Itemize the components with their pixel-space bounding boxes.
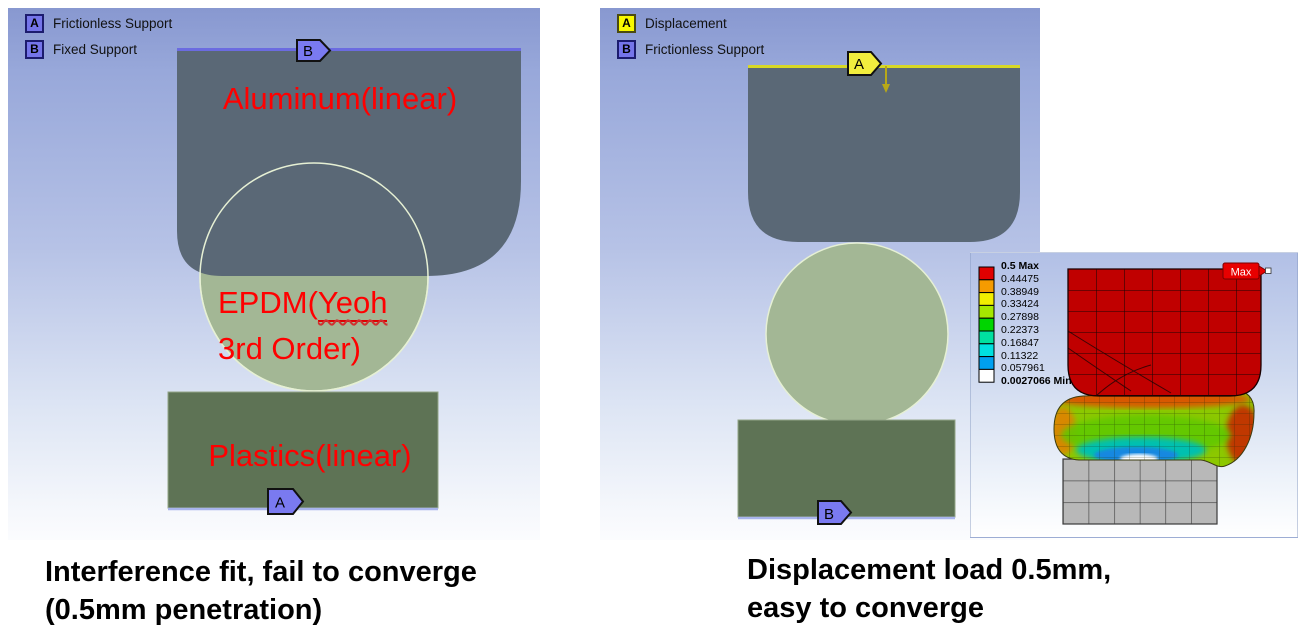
- legend-row: B Fixed Support: [25, 39, 172, 59]
- legend-key-a: A: [617, 13, 636, 33]
- legend-row: A Frictionless Support: [25, 13, 173, 33]
- right-caption: Displacement load 0.5mm, easy to converg…: [747, 551, 1111, 627]
- deformation-result-inset: Max 0.5 Max 0.44475 0.38949 0.33424 0.27…: [970, 252, 1298, 538]
- legend-value: 0.38949: [1001, 285, 1039, 298]
- legend-value: 0.22373: [1001, 323, 1039, 336]
- epdm-material-label: EPDM(Yeoh 3rd Order): [218, 280, 388, 372]
- right-annotation-legend: A Displacement B Frictionless Support: [617, 13, 765, 66]
- legend-max-value: 0.5 Max: [1001, 260, 1039, 272]
- plastics-block: [737, 419, 956, 518]
- interference-fit-geometry: B A: [167, 39, 521, 515]
- legend-value: 0.057961: [1001, 362, 1045, 375]
- left-caption: Interference fit, fail to converge (0.5m…: [45, 553, 477, 629]
- legend-value: 0.33424: [1001, 298, 1039, 311]
- displacement-load-viewport: A B A Displacement B Frictionless Suppor…: [600, 8, 1040, 540]
- aluminum-material-label: Aluminum(linear): [222, 81, 458, 116]
- legend-row: A Displacement: [617, 13, 764, 33]
- aluminum-block: [748, 65, 1020, 242]
- legend-label: Displacement: [645, 15, 727, 31]
- displacement-arrow: [882, 66, 890, 93]
- marker-letter: B: [303, 43, 313, 60]
- legend-label: Fixed Support: [53, 41, 138, 57]
- legend-row: B Frictionless Support: [617, 39, 765, 59]
- epdm-deformed-mesh: [1053, 390, 1255, 468]
- marker-letter: B: [824, 506, 834, 523]
- legend-label: Frictionless Support: [645, 41, 765, 57]
- max-probe-flag: Max: [1222, 262, 1272, 280]
- right-caption-line1: Displacement load 0.5mm,: [747, 554, 1112, 586]
- epdm-label-prefix: EPDM(: [218, 285, 318, 320]
- legend-key-b: B: [617, 39, 636, 59]
- aluminum-block: [177, 48, 521, 276]
- legend-value: 0.27898: [1001, 311, 1039, 324]
- legend-value: 0.44475: [1001, 272, 1039, 285]
- plastics-mesh: [1062, 458, 1218, 525]
- marker-frictionless-support: A: [267, 488, 305, 515]
- max-flag-label: Max: [1231, 267, 1252, 279]
- contour-legend-values: 0.5 Max 0.44475 0.38949 0.33424 0.27898 …: [1001, 260, 1072, 388]
- marker-fixed-support: B: [296, 39, 332, 62]
- legend-min-value: 0.0027066 Min: [1001, 375, 1072, 388]
- left-caption-line1: Interference fit, fail to converge: [45, 556, 477, 588]
- marker-frictionless-support: B: [817, 500, 853, 525]
- legend-value: 0.11322: [1001, 349, 1039, 362]
- legend-key-a: A: [25, 13, 44, 33]
- aluminum-mesh: [1067, 268, 1262, 397]
- interference-fit-viewport: B A A Frictionless Support B Fixed Suppo…: [8, 8, 540, 540]
- plastics-material-label: Plastics(linear): [208, 438, 412, 473]
- contour-legend-swatches: [978, 266, 995, 383]
- marker-letter: A: [275, 495, 285, 512]
- marker-letter: A: [854, 56, 864, 73]
- right-caption-line2: easy to converge: [747, 592, 984, 624]
- result-mesh-plot: Max: [978, 262, 1272, 525]
- legend-value: 0.16847: [1001, 336, 1039, 349]
- legend-key-b: B: [25, 39, 44, 59]
- epdm-label-line2: 3rd Order): [218, 331, 361, 366]
- epdm-circle-outline: [199, 162, 429, 392]
- left-annotation-legend: A Frictionless Support B Fixed Support: [25, 13, 173, 66]
- left-caption-line2: (0.5mm penetration): [45, 594, 323, 626]
- legend-label: Frictionless Support: [53, 15, 173, 31]
- marker-displacement: A: [847, 51, 883, 76]
- epdm-circle: [765, 242, 949, 426]
- displacement-load-geometry: A B: [737, 51, 1020, 525]
- epdm-label-yeoh: Yeoh: [317, 285, 388, 322]
